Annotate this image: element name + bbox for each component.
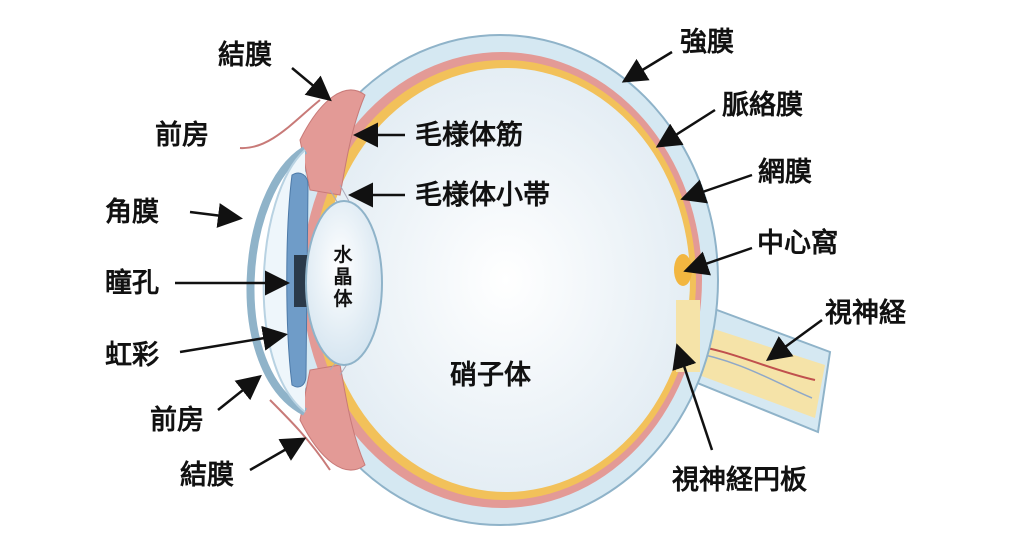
ciliary-body-top <box>299 89 366 196</box>
label-conjunctiva-bottom: 結膜 <box>180 460 234 491</box>
vitreous-body <box>322 68 690 492</box>
label-optic-nerve: 視神経 <box>825 298 906 329</box>
optic-nerve <box>680 318 825 418</box>
label-iris: 虹彩 <box>105 340 159 371</box>
ciliary-body-bottom <box>299 364 366 471</box>
label-anterior-chamber-bottom: 前房 <box>150 405 204 436</box>
pupil <box>294 255 308 307</box>
label-vitreous: 硝子体 <box>450 360 531 391</box>
label-optic-disc: 視神経円板 <box>672 465 807 496</box>
optic-disc <box>676 300 700 372</box>
label-lens: 水晶体 <box>333 244 353 310</box>
label-retina: 網膜 <box>758 157 812 188</box>
label-pupil: 瞳孔 <box>105 268 159 299</box>
label-cornea: 角膜 <box>105 197 159 228</box>
label-anterior-chamber-top: 前房 <box>155 120 209 151</box>
cornea <box>246 146 308 416</box>
label-ciliary-muscle: 毛様体筋 <box>415 120 523 151</box>
label-zonule: 毛様体小帯 <box>415 180 550 211</box>
label-choroid: 脈絡膜 <box>722 90 803 121</box>
lens <box>305 200 383 366</box>
label-conjunctiva-top: 結膜 <box>218 40 272 71</box>
label-sclera: 強膜 <box>680 27 734 58</box>
label-fovea: 中心窩 <box>757 228 838 259</box>
